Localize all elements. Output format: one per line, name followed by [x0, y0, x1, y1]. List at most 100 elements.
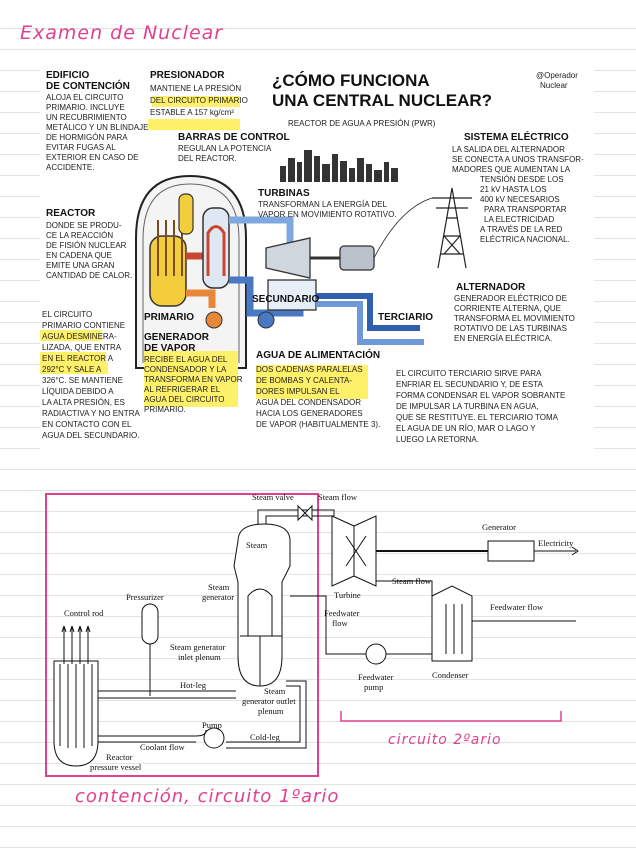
label-steam-flow-top: Steam flow: [318, 492, 358, 502]
svg-text:QUE SE RESTITUYE. EL TERCIARIO: QUE SE RESTITUYE. EL TERCIARIO TOMA: [396, 413, 559, 422]
label-electricity: Electricity: [538, 538, 574, 548]
turbinas-body: TRANSFORMAN LA ENERGÍA DEL VAPOR EN MOVI…: [258, 200, 397, 219]
svg-text:LA SALIDA DEL ALTERNADOR: LA SALIDA DEL ALTERNADOR: [452, 145, 565, 154]
svg-text:EN CADENA QUE: EN CADENA QUE: [46, 251, 112, 260]
secondary-bracket: [340, 711, 562, 722]
generador-body: RECIBE EL AGUA DEL CONDENSADOR Y LA TRAN…: [144, 355, 243, 414]
svg-text:GENERADOR ELÉCTRICO DE: GENERADOR ELÉCTRICO DE: [454, 294, 567, 303]
svg-text:21 kV HASTA LOS: 21 kV HASTA LOS: [480, 185, 547, 194]
secondary-circuit-annotation: circuito 2ºario: [388, 732, 502, 748]
notebook-title: Examen de Nuclear: [20, 22, 224, 44]
label-sg-inlet-1: Steam generator: [170, 642, 226, 652]
svg-text:ALOJA EL CIRCUITO: ALOJA EL CIRCUITO: [46, 93, 123, 102]
svg-text:DE HORMIGÓN PARA: DE HORMIGÓN PARA: [46, 133, 128, 142]
reactor-pressure-vessel-drawing: [53, 660, 99, 767]
reactor-coolant-pump-drawing: [203, 727, 225, 749]
svg-text:RADIACTIVA Y NO ENTRA: RADIACTIVA Y NO ENTRA: [42, 409, 140, 418]
pressurizer-vessel: [178, 193, 194, 235]
label-steam-valve: Steam valve: [252, 492, 294, 502]
svg-text:400 kV NECESARIOS: 400 kV NECESARIOS: [480, 195, 560, 204]
svg-text:FORMA CONDENSAR EL VAPOR SOBRA: FORMA CONDENSAR EL VAPOR SOBRANTE: [396, 391, 565, 400]
svg-text:SE CONECTA A UNOS TRANSFOR-: SE CONECTA A UNOS TRANSFOR-: [452, 155, 584, 164]
heading-line-1: ¿CÓMO FUNCIONA: [272, 71, 430, 90]
cold-leg-pipe: [186, 289, 216, 308]
svg-text:ENFRIAR EL SECUNDARIO Y, DE ES: ENFRIAR EL SECUNDARIO Y, DE ESTA: [396, 380, 544, 389]
svg-text:EXTERIOR EN CASO DE: EXTERIOR EN CASO DE: [46, 153, 138, 162]
svg-text:DONDE SE PRODU-: DONDE SE PRODU-: [46, 221, 122, 230]
containment-highlight-box: [45, 493, 319, 777]
pressurizer-drawing: [141, 603, 159, 696]
svg-text:LIZADA, QUE ENTRA: LIZADA, QUE ENTRA: [42, 343, 122, 352]
label-feedwater-flow-right: Feedwater flow: [490, 602, 544, 612]
steam-generator-drawing: [233, 523, 291, 687]
highlight-326: [40, 363, 108, 374]
svg-text:ESTABLE A 157 kg/cm²: ESTABLE A 157 kg/cm²: [150, 108, 234, 117]
exhaust-steam-line: [376, 580, 433, 596]
highlight-presion: [152, 96, 240, 107]
barras-title: BARRAS DE CONTROL: [178, 132, 290, 143]
steam-valve-icon: [297, 504, 313, 522]
condenser-drawing: [431, 585, 473, 662]
svg-text:ACCIDENTE.: ACCIDENTE.: [46, 163, 94, 172]
label-steam-generator-2: generator: [202, 592, 234, 602]
edificio-title-2: DE CONTENCIÓN: [46, 79, 130, 92]
primary-circuit-annotation: contención, circuito 1ºario: [75, 786, 340, 807]
feedwater-line-drawing: [290, 595, 366, 655]
svg-text:DEL CIRCUITO PRIMARIO: DEL CIRCUITO PRIMARIO: [150, 96, 248, 105]
svg-text:AL REFRIGERAR EL: AL REFRIGERAR EL: [144, 385, 221, 394]
pwr-infographic: ¿CÓMO FUNCIONA UNA CENTRAL NUCLEAR? REAC…: [40, 58, 594, 458]
turbinas-title: TURBINAS: [258, 188, 310, 199]
label-secundario: SECUNDARIO: [252, 294, 319, 305]
alternador-body: GENERADOR ELÉCTRICO DE CORRIENTE ALTERNA…: [454, 294, 575, 343]
svg-text:ELÉCTRICA NACIONAL.: ELÉCTRICA NACIONAL.: [480, 235, 570, 244]
svg-text:REGULAN LA POTENCIA: REGULAN LA POTENCIA: [178, 144, 272, 153]
svg-text:CE LA REACCIÓN: CE LA REACCIÓN: [46, 231, 113, 240]
reactor-title: REACTOR: [46, 208, 96, 219]
svg-text:AGUA DEL SECUNDARIO.: AGUA DEL SECUNDARIO.: [42, 431, 140, 440]
alternador-title: ALTERNADOR: [456, 282, 526, 293]
label-feedwater-pump-1: Feedwater: [358, 672, 394, 682]
svg-text:ROTATIVO DE LAS TURBINAS: ROTATIVO DE LAS TURBINAS: [454, 324, 567, 333]
sistema-title: SISTEMA ELÉCTRICO: [464, 130, 569, 143]
svg-text:PRIMARIO.: PRIMARIO.: [144, 405, 186, 414]
highlight-agua-alimentacion: [256, 365, 368, 399]
label-feedwater-flow-left-1: Feedwater: [324, 608, 360, 618]
label-steam-generator-1: Steam: [208, 582, 230, 592]
main-steam-line: [229, 216, 294, 243]
steam-generator-tube-bundle: [206, 225, 226, 276]
svg-text:AGUA DESMINERA-: AGUA DESMINERA-: [42, 332, 117, 341]
label-control-rod: Control rod: [64, 608, 104, 618]
svg-text:LA ALTA PRESIÓN, ES: LA ALTA PRESIÓN, ES: [42, 398, 125, 407]
svg-text:MANTIENE LA PRESIÓN: MANTIENE LA PRESIÓN: [150, 84, 241, 93]
svg-text:EL CIRCUITO: EL CIRCUITO: [42, 310, 92, 319]
label-steam: Steam: [246, 540, 268, 550]
svg-text:CANTIDAD DE CALOR.: CANTIDAD DE CALOR.: [46, 271, 132, 280]
svg-text:DE VAPOR (HABITUALMENTE 3).: DE VAPOR (HABITUALMENTE 3).: [256, 420, 380, 429]
svg-text:DE IMPULSAR LA TURBINA EN AGUA: DE IMPULSAR LA TURBINA EN AGUA,: [396, 402, 539, 411]
svg-text:A TRAVÉS DE LA RED: A TRAVÉS DE LA RED: [480, 225, 563, 234]
feedwater-pump-icon: [257, 311, 275, 329]
svg-text:HACIA LOS GENERADORES: HACIA LOS GENERADORES: [256, 409, 363, 418]
svg-text:AGUA DEL CONDENSADOR: AGUA DEL CONDENSADOR: [256, 398, 361, 407]
svg-text:LÍQUIDA DEBIDO A: LÍQUIDA DEBIDO A: [42, 387, 114, 396]
label-generator: Generator: [482, 522, 516, 532]
svg-text:MADORES QUE AUMENTAN LA: MADORES QUE AUMENTAN LA: [452, 165, 571, 174]
highlight-agua: [40, 330, 102, 341]
feedwater-pump-drawing: [365, 643, 387, 665]
svg-text:UN RECUBRIMIENTO: UN RECUBRIMIENTO: [46, 113, 127, 122]
svg-text:PRIMARIO. INCLUYE: PRIMARIO. INCLUYE: [46, 103, 125, 112]
agua-body: DOS CADENAS PARALELAS DE BOMBAS Y CALENT…: [256, 365, 380, 429]
svg-text:326°C. SE MANTIENE: 326°C. SE MANTIENE: [42, 376, 123, 385]
reactor-body: DONDE SE PRODU- CE LA REACCIÓN DE FISIÓN…: [46, 221, 132, 280]
label-feedwater-flow-left-2: flow: [332, 618, 348, 628]
label-turbine: Turbine: [334, 590, 361, 600]
highlight-157: [148, 119, 240, 130]
handle-line-2: Nuclear: [540, 81, 568, 90]
svg-text:PARA TRANSPORTAR: PARA TRANSPORTAR: [484, 205, 567, 214]
label-pump: Pump: [202, 720, 222, 730]
svg-text:EN ENERGÍA ELÉCTRICA.: EN ENERGÍA ELÉCTRICA.: [454, 334, 552, 343]
svg-text:LA ELECTRICIDAD: LA ELECTRICIDAD: [484, 215, 554, 224]
heading-line-2: UNA CENTRAL NUCLEAR?: [272, 91, 492, 110]
label-condenser: Condenser: [432, 670, 469, 680]
svg-text:DORES IMPULSAN EL: DORES IMPULSAN EL: [256, 387, 340, 396]
